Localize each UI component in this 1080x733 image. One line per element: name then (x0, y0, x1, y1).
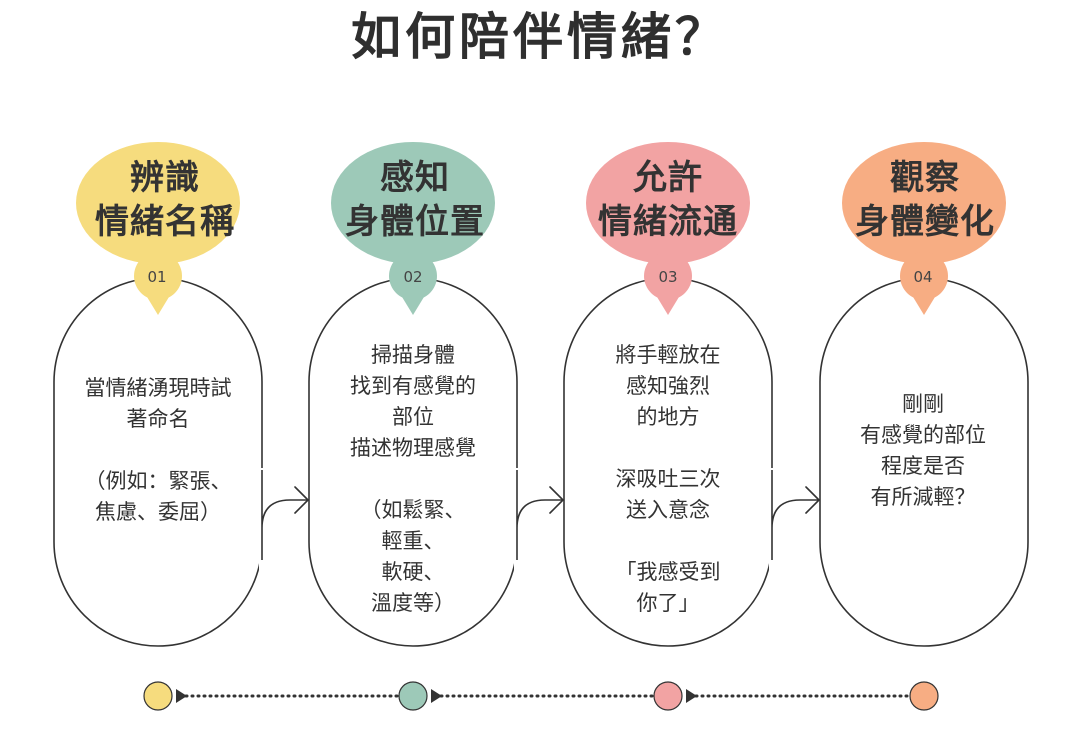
step-1-heading: 辨識 情緒名稱 (60, 156, 270, 244)
step-1-heading-line-2: 情緒名稱 (95, 202, 235, 242)
step-2-heading-blob (331, 142, 495, 264)
step-3-description-line-9: 你了」 (636, 591, 700, 615)
step-3-heading-line-1: 允許 (633, 158, 703, 198)
step-2-description-line-3: 部位 (392, 405, 434, 429)
step-1-description-line-3 (53, 435, 263, 466)
connector-3-to-4 (771, 470, 818, 560)
progress-dot-4 (909, 681, 939, 711)
step-1-badge-pointer (144, 292, 172, 315)
step-1-heading-line-1: 辨識 (130, 158, 200, 198)
step-2-badge-pointer (399, 292, 427, 315)
step-1-description: 當情緒湧現時試 著命名 （例如：緊張、 焦慮、委屈） (53, 373, 263, 528)
step-4-description-line-2: 有感覺的部位 (860, 423, 986, 447)
progress-arrow-2 (431, 689, 442, 703)
progress-arrow-1 (176, 689, 187, 703)
step-2-heading-line-1: 感知 (380, 158, 450, 198)
step-4-description-line-1: 剛剛 (902, 392, 944, 416)
step-2-description-line-8: 軟硬、 (381, 560, 445, 584)
step-4-heading-blob (842, 142, 1006, 264)
step-3-heading-line-2: 情緒流通 (598, 202, 738, 242)
step-4-heading: 觀察 身體變化 (820, 156, 1030, 244)
step-2-description-line-4: 描述物理感覺 (350, 436, 476, 460)
step-2-description-line-9: 溫度等） (371, 591, 455, 615)
step-4-description-line-4: 有所減輕？ (870, 485, 976, 509)
step-3-description-line-7 (563, 526, 773, 557)
step-2-description-line-2: 找到有感覺的 (350, 374, 476, 398)
progress-dot-3 (653, 681, 683, 711)
step-3-number-badge (644, 252, 692, 300)
step-2-description-line-7: 輕重、 (381, 529, 445, 553)
step-3-description: 將手輕放在 感知強烈 的地方 深吸吐三次 送入意念 「我感受到 你了」 (563, 340, 773, 619)
step-2-description-line-5 (308, 464, 518, 495)
step-2-description-line-6: （如鬆緊、 (360, 498, 466, 522)
step-1-number: 01 (147, 268, 167, 286)
page-title: 如何陪伴情緒？ (351, 8, 729, 66)
step-4-description-line-3: 程度是否 (881, 454, 965, 478)
step-1-description-line-1: 當情緒湧現時試 (84, 376, 232, 400)
step-1-description-line-2: 著命名 (126, 407, 190, 431)
step-4-heading-line-2: 身體變化 (855, 202, 995, 242)
step-3-number: 03 (658, 268, 678, 286)
step-1-heading-blob (76, 142, 240, 264)
step-4-heading-line-1: 觀察 (890, 158, 960, 198)
step-3-heading-blob (586, 142, 750, 264)
step-2-number: 02 (403, 268, 423, 286)
step-3-description-line-1: 將手輕放在 (615, 343, 721, 367)
step-1-description-line-4: （例如：緊張、 (84, 469, 232, 493)
step-2-heading: 感知 身體位置 (310, 156, 520, 244)
progress-dot-2 (398, 681, 428, 711)
step-2-number-badge (389, 252, 437, 300)
step-3-heading: 允許 情緒流通 (563, 156, 773, 244)
step-4-pill (819, 277, 1029, 647)
connector-3-arrowhead (805, 486, 820, 514)
step-3-description-line-8: 「我感受到 (615, 560, 721, 584)
step-1-number-badge (134, 252, 182, 300)
connector-2-to-3 (516, 470, 562, 560)
step-3-description-line-3: 的地方 (636, 405, 700, 429)
step-3-description-line-2: 感知強烈 (626, 374, 710, 398)
step-2-description: 掃描身體 找到有感覺的 部位 描述物理感覺 （如鬆緊、 輕重、 軟硬、 溫度等） (308, 340, 518, 619)
step-4-description: 剛剛 有感覺的部位 程度是否 有所減輕？ (818, 389, 1028, 513)
connector-1-arrowhead (294, 486, 309, 514)
step-3-description-line-6: 送入意念 (626, 498, 710, 522)
step-4-badge-pointer (910, 292, 938, 315)
step-2-heading-line-2: 身體位置 (345, 202, 485, 242)
progress-arrow-3 (686, 689, 697, 703)
connector-1-to-2 (261, 470, 307, 560)
step-1-description-line-5: 焦慮、委屈） (95, 500, 221, 524)
step-4-number: 04 (913, 268, 933, 286)
progress-dot-1 (143, 681, 173, 711)
step-4-number-badge (900, 252, 948, 300)
step-3-description-line-5: 深吸吐三次 (615, 467, 721, 491)
connector-2-arrowhead (549, 486, 564, 514)
step-3-badge-pointer (654, 292, 682, 315)
step-3-description-line-4 (563, 433, 773, 464)
step-2-description-line-1: 掃描身體 (371, 343, 455, 367)
